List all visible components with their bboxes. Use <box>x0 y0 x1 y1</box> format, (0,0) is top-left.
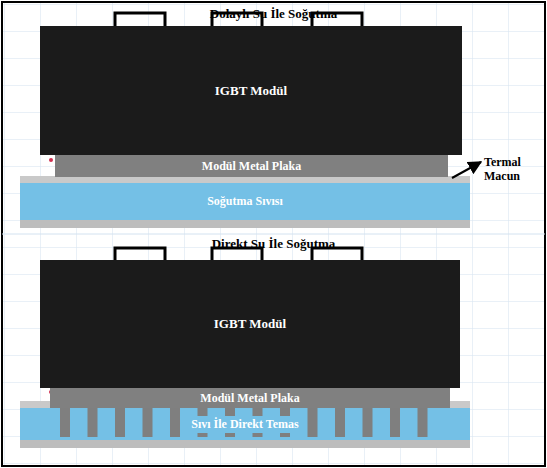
node-label: Modül Metal Plaka <box>200 391 299 406</box>
section-title: Dolaylı Su İle Soğutma <box>0 4 547 22</box>
node-label: IGBT Modül <box>215 83 287 99</box>
section-title: Direkt Su İle Soğutma <box>0 234 547 252</box>
igbt-module: IGBT Modül <box>40 260 460 388</box>
pin-fin <box>115 405 125 437</box>
pin-fin <box>390 405 400 437</box>
node-label: IGBT Modül <box>214 316 286 332</box>
leader-arrow <box>452 162 481 178</box>
pin-fin <box>335 405 345 437</box>
node-label: Sıvı İle Direkt Temas <box>187 416 302 433</box>
node-label: Modül Metal Plaka <box>202 159 301 174</box>
metal-plate: Modül Metal Plaka <box>55 155 448 177</box>
pin-fin <box>418 405 428 437</box>
pin-fin <box>60 405 70 437</box>
pin-fins <box>60 405 428 437</box>
callout-label: Termal Macun <box>484 156 538 184</box>
pin-fin <box>170 405 180 437</box>
cooler-base <box>20 440 470 448</box>
section-title: Dolaylı Su İle Soğutma <box>210 6 338 21</box>
thermal-paste-layer <box>20 176 470 183</box>
metal-plate: Modül Metal Plaka <box>50 388 450 408</box>
pin-fin <box>88 405 98 437</box>
section-title: Direkt Su İle Soğutma <box>212 236 336 251</box>
igbt-module: IGBT Modül <box>40 26 462 155</box>
pin-fin <box>143 405 153 437</box>
node-label: Soğutma Sıvısı <box>207 194 283 209</box>
grid-line <box>2 234 545 235</box>
coolant-band: Sıvı İle Direkt Temas <box>20 408 470 440</box>
pin-fin <box>308 405 318 437</box>
callout-label: Termal Macun <box>484 156 538 184</box>
pin-fin <box>363 405 373 437</box>
cooler-base <box>20 220 470 228</box>
marker-dot <box>49 158 53 162</box>
coolant-band: Soğutma Sıvısı <box>20 183 470 220</box>
